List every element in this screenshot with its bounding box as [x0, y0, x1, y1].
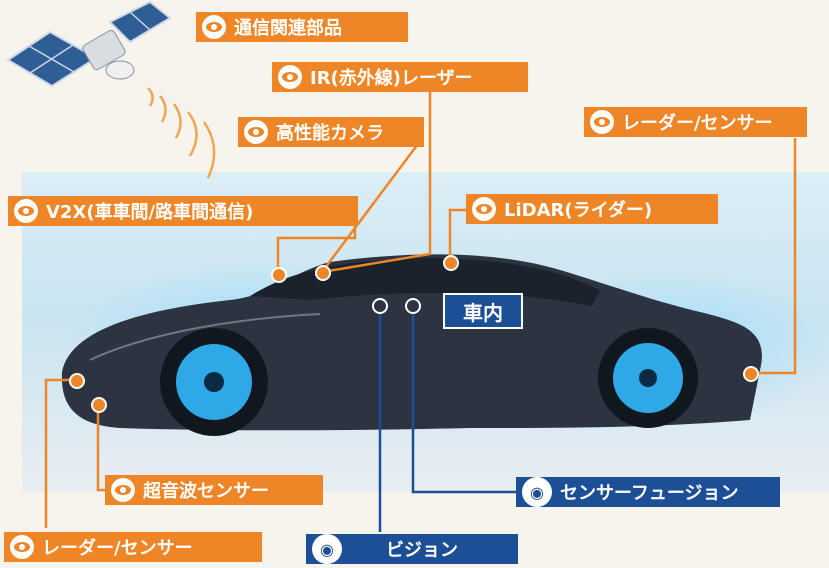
marker-ring-fusion: [405, 298, 421, 314]
label-radar-top: レーダー/センサー: [584, 107, 807, 137]
label-text: レーダー/センサー: [42, 538, 193, 559]
eye-icon: [202, 15, 226, 39]
eye-icon: [278, 65, 302, 89]
inside-label: 車内: [443, 293, 523, 329]
marker-dot-radar-rear: [743, 366, 759, 382]
eye-icon: [472, 197, 496, 221]
marker-dot-radar-front: [69, 373, 85, 389]
label-v2x: V2X(車車間/路車間通信): [8, 196, 358, 226]
eye-icon: [14, 199, 38, 223]
label-lidar: LiDAR(ライダー): [466, 194, 718, 224]
label-text: LiDAR(ライダー): [504, 200, 653, 221]
label-radar-bottom: レーダー/センサー: [4, 532, 262, 562]
label-text: 通信関連部品: [234, 18, 342, 39]
label-ir-laser: IR(赤外線)レーザー: [272, 62, 528, 92]
label-text: V2X(車車間/路車間通信): [46, 202, 254, 223]
marker-dot-ultrasonic: [91, 397, 107, 413]
label-ultrasonic: 超音波センサー: [105, 475, 323, 505]
label-text: 高性能カメラ: [276, 123, 384, 144]
label-text: 超音波センサー: [143, 481, 269, 502]
marker-dot-lidar: [443, 255, 459, 271]
label-communication-parts: 通信関連部品: [196, 12, 408, 42]
label-hp-camera: 高性能カメラ: [238, 117, 424, 147]
eye-icon: [111, 478, 135, 502]
label-sensor-fusion: ◉ センサーフュージョン: [516, 477, 780, 507]
label-vision: ◉ ビジョン: [306, 534, 518, 564]
label-text: レーダー/センサー: [622, 113, 773, 134]
satellite-icon: [6, 0, 172, 88]
eye-icon: [10, 535, 34, 559]
connector-lines: [44, 90, 797, 528]
eye-icon: [590, 110, 614, 134]
marker-dot-camera: [315, 265, 331, 281]
eye-icon: [244, 120, 268, 144]
marker-ring-vision: [372, 298, 388, 314]
label-text: ビジョン: [386, 540, 458, 561]
marker-dot-v2x: [271, 267, 287, 283]
label-text: センサーフュージョン: [560, 483, 739, 504]
brain-head-icon: ◉: [312, 534, 342, 564]
brain-head-icon: ◉: [522, 477, 552, 507]
label-text: IR(赤外線)レーザー: [310, 68, 473, 89]
